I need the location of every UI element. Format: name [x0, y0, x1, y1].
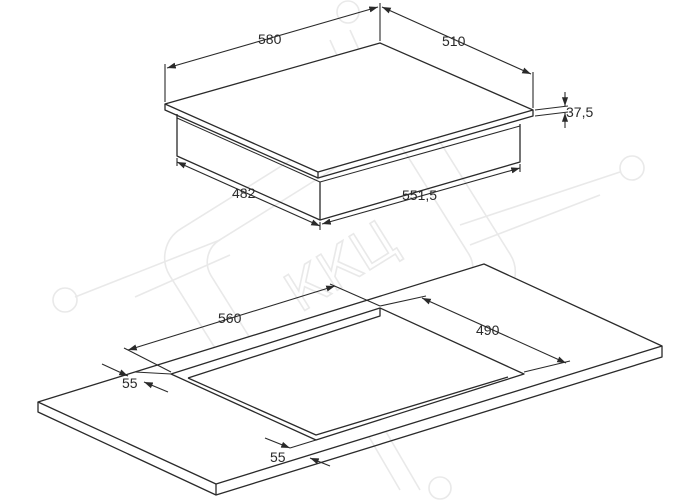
label-clearance-front: 55: [270, 449, 286, 465]
dim-line-560: [127, 285, 336, 351]
label-clearance-left: 55: [122, 375, 138, 391]
cutout-inner-edge: [187, 308, 509, 436]
dim-line-490: [421, 297, 567, 364]
label-body-depth: 482: [232, 185, 256, 201]
hob-drawing: [164, 42, 534, 221]
dim-line-510: [381, 6, 532, 75]
hob-dimensions: [164, 3, 569, 230]
dimension-labels: 580 510 37,5 482 551,5 560 490 55 55: [122, 31, 593, 465]
dim-line-551-5: [321, 167, 521, 225]
label-cutout-width: 560: [218, 310, 242, 326]
dim-line-482: [176, 161, 321, 227]
dim-line-580: [166, 6, 379, 69]
label-body-width: 551,5: [402, 187, 437, 203]
label-hob-depth: 510: [442, 33, 466, 49]
hob-glass-top: [164, 42, 534, 173]
label-hob-width: 580: [258, 31, 282, 47]
label-hob-thickness: 37,5: [566, 104, 593, 120]
worktop-dimensions: [101, 283, 571, 467]
label-cutout-depth: 490: [476, 322, 500, 338]
